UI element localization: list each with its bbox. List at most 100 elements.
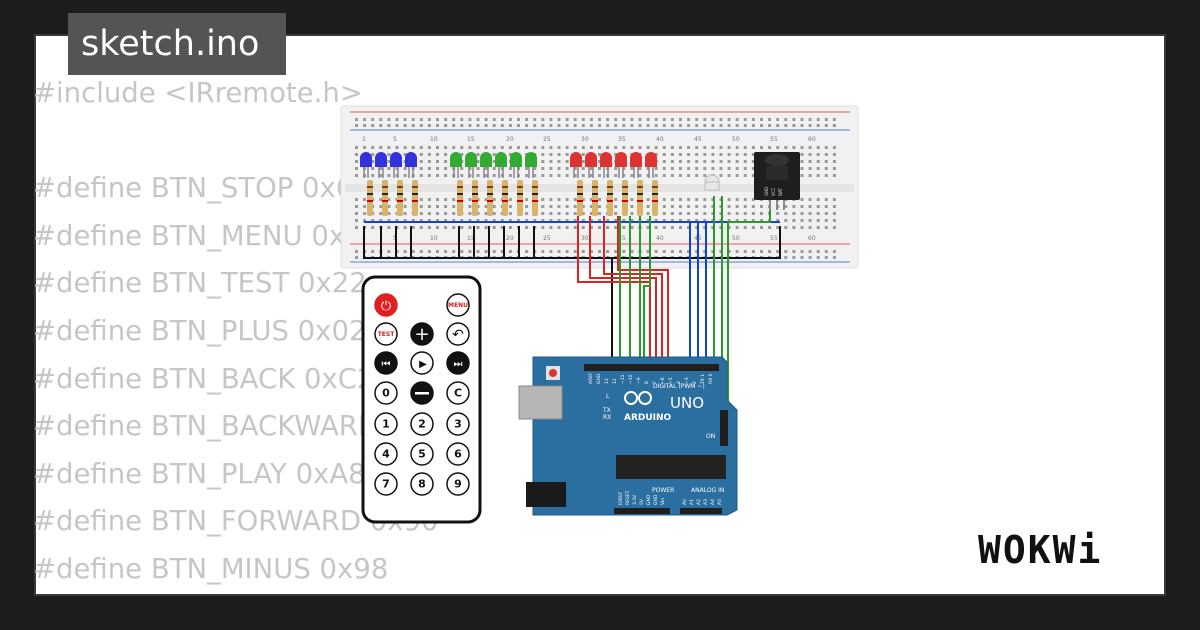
arduino-pin-label: ~6 [660, 377, 666, 384]
remote-button-label: 7 [382, 478, 390, 491]
breadboard-hole [695, 174, 699, 177]
resistor[interactable] [532, 180, 538, 216]
resistor[interactable] [637, 180, 643, 216]
clear-button[interactable] [446, 381, 470, 405]
breadboard-hole [735, 146, 739, 149]
breadboard-hole [824, 256, 828, 259]
num-4-button[interactable] [374, 442, 398, 466]
breadboard-hole [452, 198, 456, 201]
arduino-uno[interactable]: ARDUINO UNO DIGITAL (PWM ~) TX RX L ON P… [518, 356, 738, 516]
breadboard-hole [662, 205, 666, 208]
breadboard-hole [743, 174, 747, 177]
breadboard-hole [403, 146, 407, 149]
breadboard-hole [760, 146, 763, 149]
breadboard-hole [444, 160, 448, 163]
resistor[interactable] [382, 180, 388, 216]
breadboard-hole [727, 118, 731, 121]
play-button[interactable] [410, 351, 434, 375]
breadboard-hole [403, 250, 407, 253]
breadboard-hole [533, 124, 537, 127]
test-button[interactable] [374, 322, 398, 346]
breadboard-hole [589, 205, 593, 208]
resistor[interactable] [457, 180, 463, 216]
breadboard-hole [824, 118, 828, 121]
breadboard-hole [452, 250, 456, 253]
breadboard-hole [832, 160, 836, 163]
num-5-button[interactable] [410, 442, 434, 466]
breadboard-hole [727, 167, 731, 170]
resistor[interactable] [607, 180, 613, 216]
resistor[interactable] [397, 180, 403, 216]
breadboard-hole [630, 250, 634, 253]
breadboard-hole [832, 219, 836, 222]
breadboard-hole [800, 160, 804, 163]
backward-button[interactable] [374, 351, 398, 375]
breadboard-hole [525, 167, 529, 170]
breadboard-hole [492, 118, 496, 121]
led [390, 158, 402, 167]
breadboard-hole [598, 198, 601, 201]
resistor[interactable] [472, 180, 478, 216]
menu-button[interactable] [446, 293, 470, 317]
breadboard-hole [679, 250, 682, 253]
breadboard-hole [679, 118, 682, 121]
breadboard-hole [638, 118, 642, 121]
breadboard-hole [735, 219, 739, 222]
num-8-button[interactable] [410, 472, 434, 496]
resistor[interactable] [622, 180, 628, 216]
breadboard-hole [419, 212, 423, 215]
resistor[interactable] [652, 180, 658, 216]
resistor[interactable] [367, 180, 373, 216]
resistor[interactable] [502, 180, 508, 216]
breadboard-hole [792, 205, 796, 208]
breadboard-hole [654, 118, 658, 121]
breadboard-hole [468, 118, 472, 121]
breadboard-hole [695, 124, 699, 127]
breadboard-hole [727, 219, 731, 222]
breadboard-hole [581, 124, 585, 127]
resistor [472, 200, 478, 202]
breadboard-hole [792, 226, 796, 229]
breadboard-hole [581, 153, 585, 156]
led [450, 158, 462, 167]
breadboard-hole [549, 219, 553, 222]
num-3-button[interactable] [446, 412, 470, 436]
breadboard-hole [808, 256, 812, 259]
breadboard-hole [776, 212, 780, 215]
breadboard-hole [411, 124, 415, 127]
breadboard-hole [711, 250, 715, 253]
num-2-button[interactable] [410, 412, 434, 436]
breadboard-hole [808, 124, 812, 127]
num-9-button[interactable] [446, 472, 470, 496]
resistor [397, 193, 403, 195]
num-1-button[interactable] [374, 412, 398, 436]
resistor[interactable] [592, 180, 598, 216]
arduino-pin-label: ~3 [684, 377, 690, 384]
breadboard-hole [614, 226, 618, 229]
code-editor[interactable]: #include <IRremote.h> #define BTN_STOP 0… [33, 70, 456, 594]
resistor[interactable] [577, 180, 583, 216]
plus-button[interactable] [410, 322, 434, 346]
breadboard-hole [460, 219, 464, 222]
num-7-button[interactable] [374, 472, 398, 496]
resistor[interactable] [517, 180, 523, 216]
breadboard-hole [630, 146, 634, 149]
breadboard-hole [687, 174, 691, 177]
rgb-led[interactable] [704, 174, 720, 191]
num-0-button[interactable] [374, 381, 398, 405]
forward-button[interactable] [446, 351, 470, 375]
power-button[interactable] [374, 293, 398, 317]
resistor[interactable] [487, 180, 493, 216]
breadboard-hole [379, 167, 383, 170]
resistor [592, 186, 598, 188]
breadboard-hole [679, 205, 682, 208]
breadboard-hole [679, 212, 682, 215]
resistor[interactable] [412, 180, 418, 216]
breadboard-hole [379, 124, 383, 127]
back-button[interactable] [446, 322, 470, 346]
breadboard-hole [776, 226, 780, 229]
num-6-button[interactable] [446, 442, 470, 466]
breadboard-hole [792, 256, 796, 259]
